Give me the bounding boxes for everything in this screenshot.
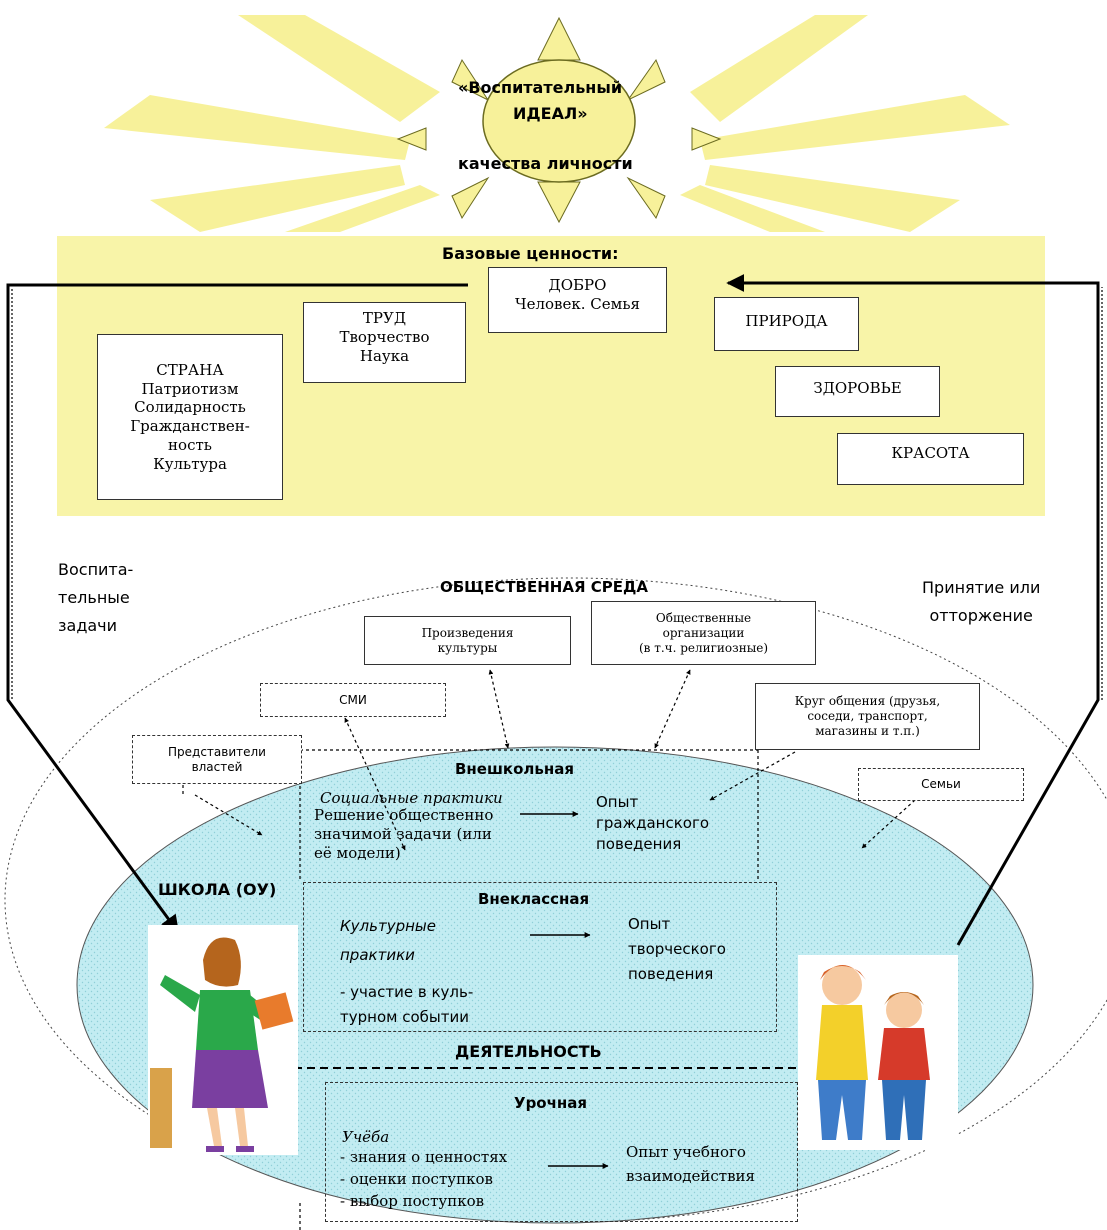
value-box-zdorovye: ЗДОРОВЬЕ bbox=[775, 366, 940, 417]
outofclass-participation: - участие в куль-турном событии bbox=[340, 983, 474, 1026]
sun-line-3: качества личности bbox=[458, 154, 633, 173]
left-connector bbox=[6, 283, 468, 934]
lesson-items: - знания о ценностях- оценки поступков- … bbox=[340, 1148, 508, 1210]
school-label: ШКОЛА (ОУ) bbox=[158, 880, 277, 899]
lesson-study: Учёба bbox=[342, 1128, 390, 1146]
children-figures bbox=[798, 955, 958, 1150]
lesson-box bbox=[325, 1082, 798, 1222]
extracurricular-title: Внешкольная bbox=[455, 760, 574, 778]
env-box-media: СМИ bbox=[260, 683, 446, 717]
outofclass-box bbox=[303, 882, 777, 1032]
sun-line-2: ИДЕАЛ» bbox=[513, 104, 588, 123]
right-connector bbox=[726, 274, 1100, 946]
extracurricular-practice: Социальные практики bbox=[320, 789, 503, 807]
activity-label: ДЕЯТЕЛЬНОСТЬ bbox=[455, 1042, 602, 1061]
value-box-priroda: ПРИРОДА bbox=[714, 297, 859, 351]
outofclass-title: Внеклассная bbox=[478, 890, 590, 908]
env-box-families: Семьи bbox=[858, 768, 1024, 801]
sun-core bbox=[482, 59, 636, 183]
lesson-title: Урочная bbox=[514, 1094, 588, 1112]
sun-line-1: «Воспитательный bbox=[458, 78, 623, 97]
school-ellipse bbox=[76, 746, 1034, 1224]
environment-title: ОБЩЕСТВЕННАЯ СРЕДА bbox=[440, 578, 648, 596]
values-title: Базовые ценности: bbox=[442, 244, 619, 263]
sun-small-rays bbox=[396, 16, 722, 224]
env-box-circle: Круг общения (друзья,соседи, транспорт,м… bbox=[755, 683, 980, 750]
value-box-krasota: КРАСОТА bbox=[837, 433, 1024, 485]
teacher-figure bbox=[148, 925, 298, 1155]
